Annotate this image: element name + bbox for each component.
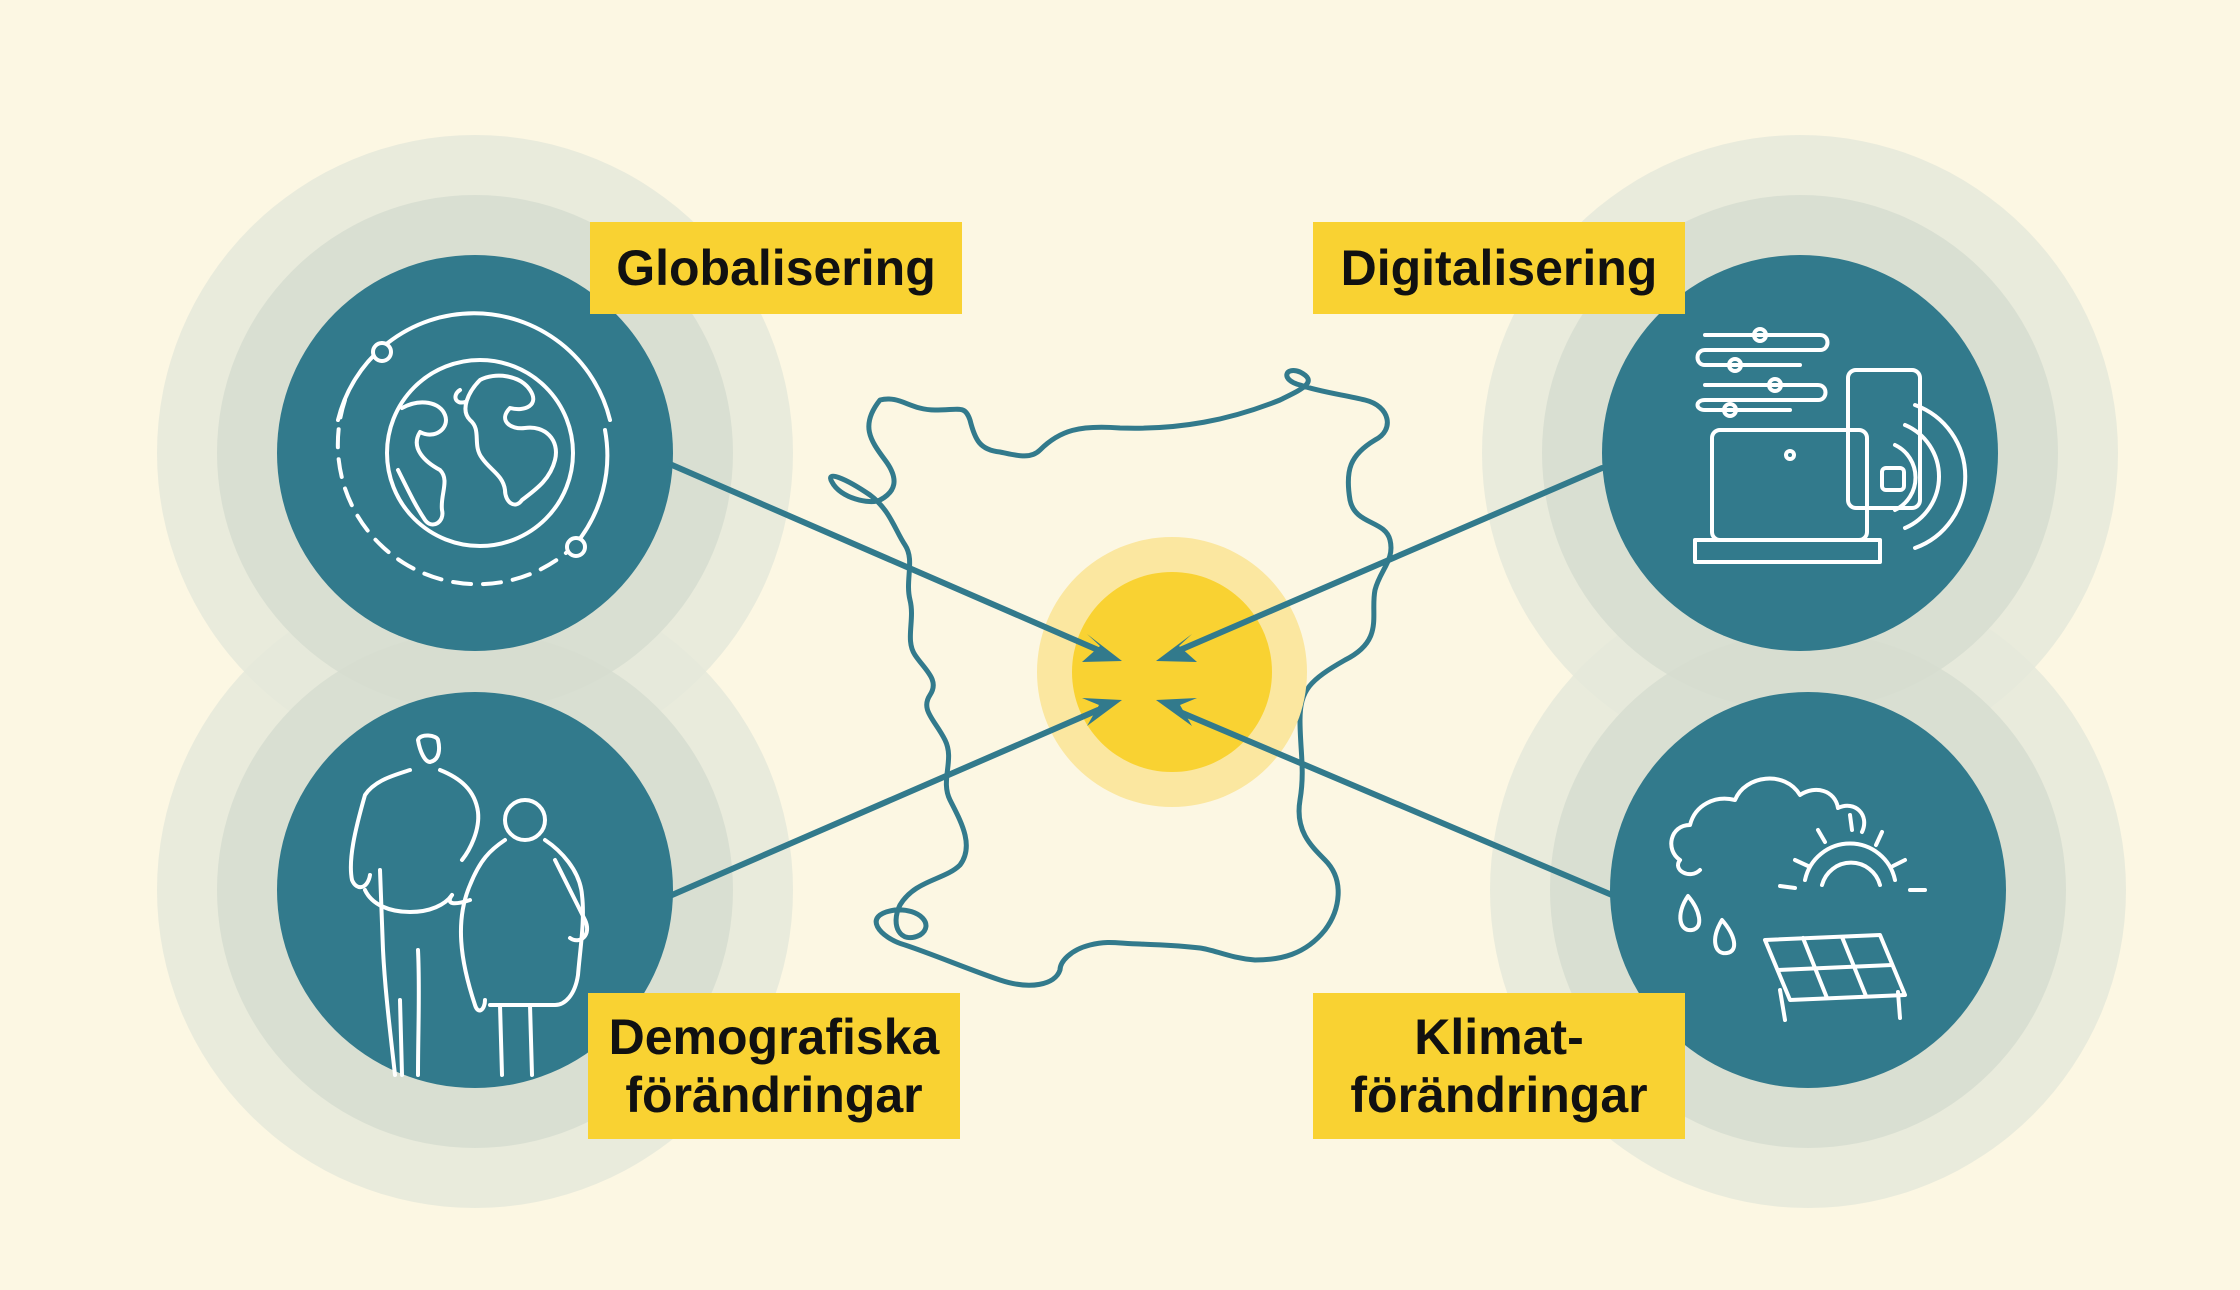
arrow-klimat xyxy=(1177,709,1615,898)
label-globalisering: Globalisering xyxy=(590,222,962,314)
label-demografiska-line1: Demografiska xyxy=(608,1009,940,1065)
weather-solar-panel-icon xyxy=(1669,776,1927,1022)
klimat-circle xyxy=(1610,692,2006,1088)
globe-orbit-icon xyxy=(335,311,612,587)
region-map-outline xyxy=(828,368,1394,988)
devices-wifi-icon xyxy=(1693,327,1968,564)
label-klimat: Klimat- förändringar xyxy=(1313,993,1685,1139)
digitalisering-circle xyxy=(1602,255,1998,651)
label-digitalisering-text: Digitalisering xyxy=(1340,240,1658,296)
label-demografiska-line2: förändringar xyxy=(625,1067,923,1123)
label-klimat-line2: förändringar xyxy=(1350,1067,1648,1123)
label-globalisering-text: Globalisering xyxy=(616,240,936,296)
arrows xyxy=(669,462,1615,898)
label-klimat-line1: Klimat- xyxy=(1414,1009,1584,1065)
elderly-couple-icon xyxy=(348,733,590,1077)
arrow-globalisering xyxy=(669,462,1101,653)
label-digitalisering: Digitalisering xyxy=(1313,222,1685,314)
arrow-digitalisering xyxy=(1177,465,1605,653)
arrow-demografiska xyxy=(669,707,1101,898)
label-demografiska: Demografiska förändringar xyxy=(588,993,960,1139)
center-core xyxy=(1072,572,1272,772)
